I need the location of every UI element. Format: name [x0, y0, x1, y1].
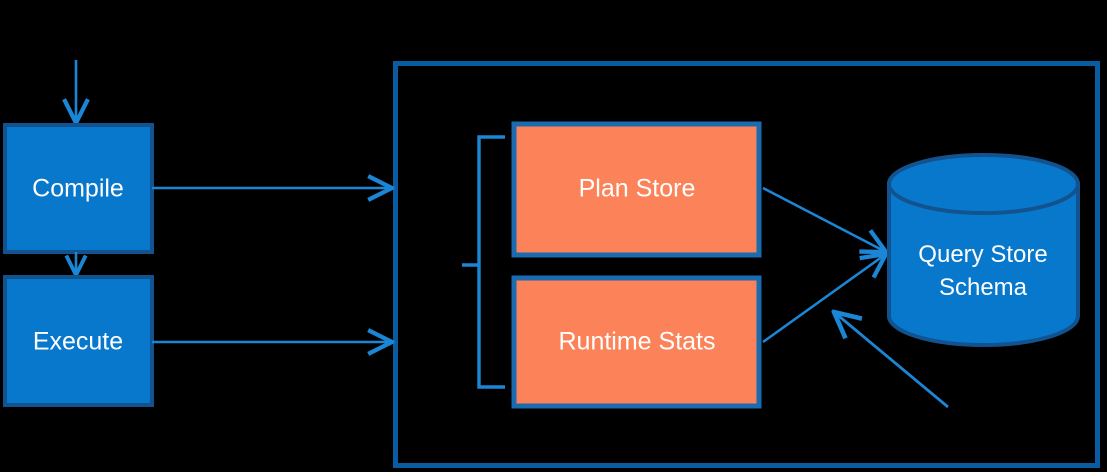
query-store-container [393, 61, 1100, 468]
node-compile-box[interactable] [3, 123, 154, 254]
node-runtime-stats-box[interactable] [511, 275, 762, 409]
node-compile-label: Compile [32, 175, 124, 203]
node-query-store-schema-cylinder[interactable] [887, 153, 1080, 347]
node-plan-store-box[interactable] [511, 121, 762, 258]
node-runtime-stats-label: Runtime Stats [558, 328, 715, 356]
node-plan-store-label: Plan Store [579, 175, 696, 203]
node-execute-label: Execute [33, 328, 123, 356]
connector-plan-store-to-schema [762, 186, 886, 252]
node-query-store-schema-label-line2: Schema [939, 274, 1028, 301]
cylinder-top-ellipse [887, 153, 1080, 215]
cylinder-body [887, 182, 1080, 347]
grouping-bracket [462, 135, 505, 389]
connector-runtime-stats-to-schema [762, 254, 886, 344]
connector-external-to-schema [834, 312, 949, 409]
node-query-store-schema-label-line1: Query Store [918, 241, 1047, 268]
